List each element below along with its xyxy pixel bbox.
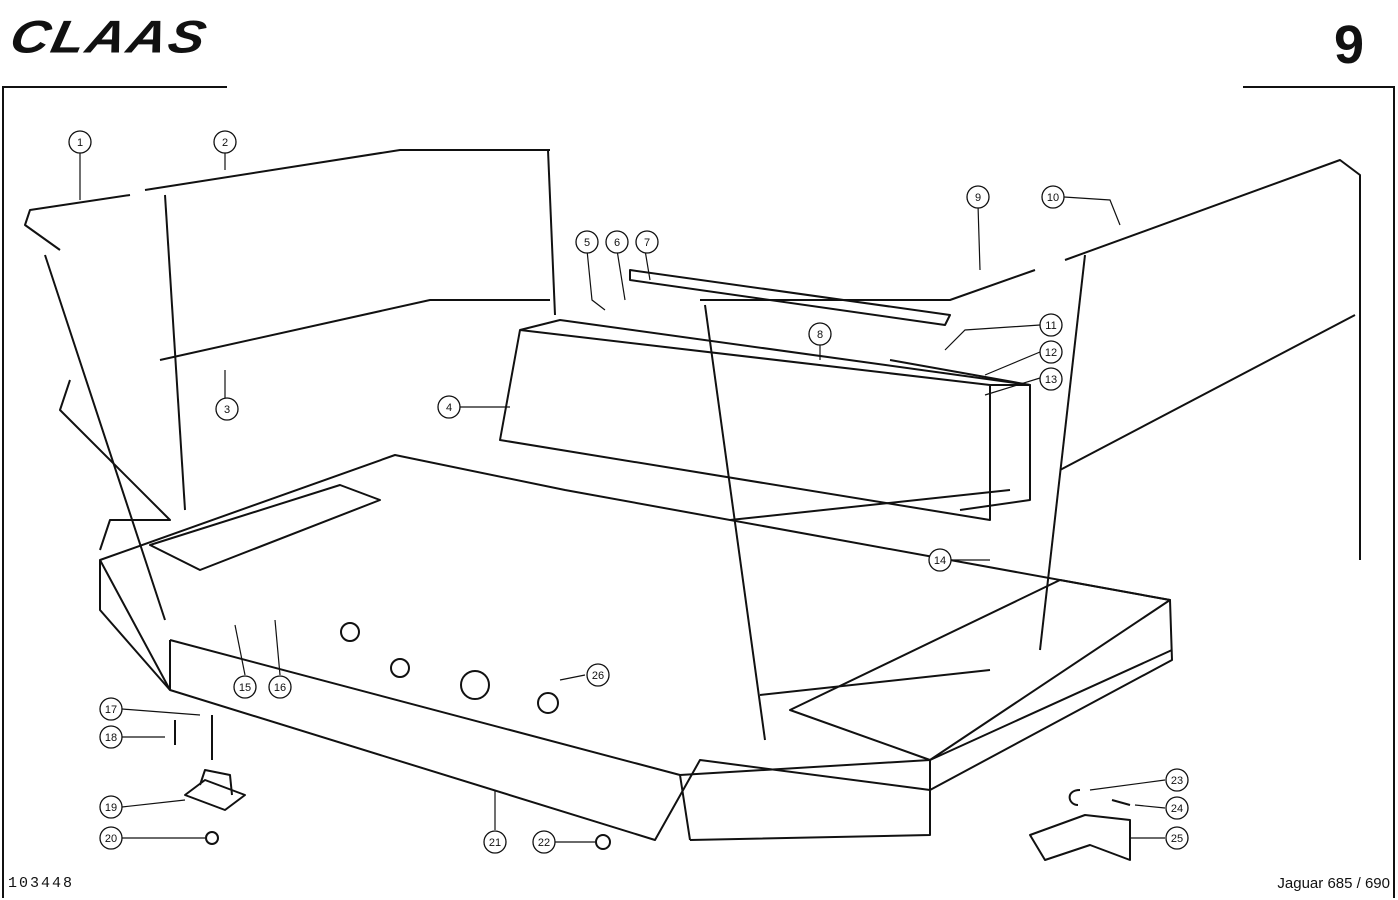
- hole-a: [340, 622, 360, 642]
- rail-post-b: [547, 149, 556, 316]
- svg-text:4: 4: [446, 402, 452, 414]
- platform-right-plate: [689, 760, 931, 841]
- callout-5: 5: [575, 230, 599, 254]
- callout-20: 20: [99, 826, 123, 850]
- cap-26: [537, 692, 559, 714]
- rail-lower-left: [59, 379, 171, 551]
- rail-2: [144, 149, 550, 191]
- bolt-24: [1111, 799, 1131, 806]
- svg-text:5: 5: [584, 237, 590, 249]
- back-panel-top: [519, 319, 1031, 386]
- callout-9: 9: [966, 185, 990, 209]
- mount-19-body: [199, 769, 233, 796]
- insulation: [889, 359, 1031, 511]
- callout-14: 14: [928, 548, 952, 572]
- callout-21: 21: [483, 830, 507, 854]
- rail-1: [24, 194, 131, 251]
- rail-10: [1064, 159, 1361, 560]
- svg-text:6: 6: [614, 237, 620, 249]
- svg-text:8: 8: [817, 329, 823, 341]
- callout-2: 2: [213, 130, 237, 154]
- callout-12: 12: [1039, 340, 1063, 364]
- callout-18: 18: [99, 725, 123, 749]
- svg-text:11: 11: [1045, 320, 1056, 332]
- svg-text:14: 14: [934, 555, 946, 567]
- rail-left-mid: [159, 299, 550, 361]
- callout-22: 22: [532, 830, 556, 854]
- rail-left-post: [44, 254, 166, 621]
- rail-right-post: [1039, 254, 1086, 651]
- svg-text:2: 2: [222, 137, 228, 149]
- svg-text:1: 1: [77, 137, 83, 149]
- callout-6: 6: [605, 230, 629, 254]
- svg-text:10: 10: [1047, 192, 1059, 204]
- svg-text:23: 23: [1171, 775, 1183, 787]
- svg-text:9: 9: [975, 192, 981, 204]
- callout-24: 24: [1165, 796, 1189, 820]
- bracket-25: [1029, 814, 1131, 861]
- callout-markers: 1 2 3 4 5 6 7 8 9 10 11 12 13 14 15 16 1…: [68, 130, 1189, 854]
- callout-19: 19: [99, 795, 123, 819]
- svg-text:25: 25: [1171, 833, 1183, 845]
- header-rule-left: [2, 86, 227, 88]
- svg-text:3: 3: [224, 404, 230, 416]
- rail-9: [700, 269, 1036, 301]
- callout-7: 7: [635, 230, 659, 254]
- callout-4: 4: [437, 395, 461, 419]
- deck-right: [789, 579, 1171, 761]
- svg-text:18: 18: [105, 732, 117, 744]
- svg-text:12: 12: [1045, 347, 1057, 359]
- svg-text:7: 7: [644, 237, 650, 249]
- hole-b: [390, 658, 410, 678]
- mount-19: [184, 779, 246, 811]
- svg-text:13: 13: [1045, 374, 1057, 386]
- svg-text:16: 16: [274, 682, 286, 694]
- rail-front-post: [704, 304, 766, 741]
- platform-top-left: [99, 454, 1173, 841]
- drawing-number: 103448: [8, 875, 75, 892]
- nut-20: [205, 831, 219, 845]
- svg-text:24: 24: [1171, 803, 1183, 815]
- callout-11: 11: [1039, 313, 1063, 337]
- header-rule-right: [1243, 86, 1395, 88]
- rail-front-low: [759, 669, 991, 696]
- back-panel: [499, 329, 991, 521]
- callout-16: 16: [268, 675, 292, 699]
- svg-text:22: 22: [538, 837, 550, 849]
- svg-text:15: 15: [239, 682, 251, 694]
- plug-22: [595, 834, 611, 850]
- bar-7: [629, 269, 951, 326]
- svg-text:26: 26: [592, 670, 604, 682]
- callout-1: 1: [68, 130, 92, 154]
- rail-post-a: [164, 194, 186, 511]
- callout-13: 13: [1039, 367, 1063, 391]
- rail-back-low: [729, 489, 1011, 521]
- callout-10: 10: [1041, 185, 1065, 209]
- platform-side: [99, 560, 171, 691]
- svg-text:20: 20: [105, 833, 117, 845]
- svg-text:21: 21: [489, 837, 501, 849]
- rail-right-mid: [1059, 314, 1356, 471]
- callout-3: 3: [215, 397, 239, 421]
- hole-c: [460, 670, 490, 700]
- callout-26: 26: [586, 663, 610, 687]
- hook-23: [1068, 789, 1081, 806]
- callout-23: 23: [1165, 768, 1189, 792]
- callout-17: 17: [99, 697, 123, 721]
- deck-left: [149, 484, 381, 571]
- svg-text:17: 17: [105, 704, 117, 716]
- page-number: 9: [1333, 15, 1364, 75]
- callout-25: 25: [1165, 826, 1189, 850]
- svg-text:19: 19: [105, 802, 117, 814]
- drawing-frame: [2, 86, 1395, 898]
- callout-15: 15: [233, 675, 257, 699]
- callout-8: 8: [808, 322, 832, 346]
- model-label: Jaguar 685 / 690: [1277, 875, 1390, 892]
